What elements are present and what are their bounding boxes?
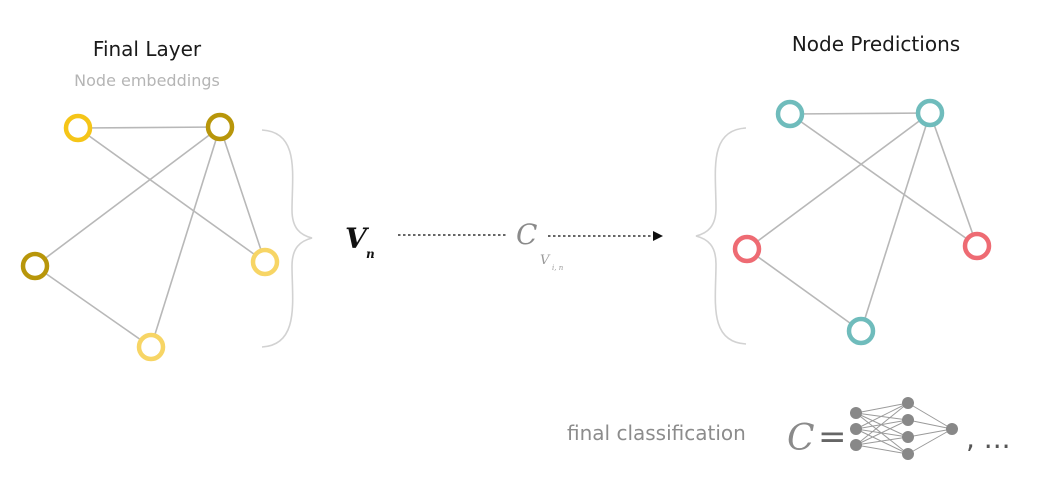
- nn-node-1-2: [902, 431, 914, 443]
- left-graph: Final Layer Node embeddings: [20, 37, 280, 362]
- right-graph-node-a: [775, 99, 805, 129]
- right-graph-edge-b-d: [929, 112, 978, 247]
- nn-node-1-1: [902, 414, 914, 426]
- right-graph: Node Predictions: [732, 32, 992, 346]
- left-graph-edges: [34, 126, 266, 348]
- right-graph-edge-c-e: [746, 248, 862, 332]
- right-graph-edge-a-d: [789, 113, 978, 247]
- left-graph-title: Final Layer: [93, 37, 202, 61]
- classifier-symbol: C: [516, 218, 537, 251]
- classifier-subscript-index: i, n: [552, 264, 564, 272]
- final-classification-caption: final classification: [567, 421, 746, 445]
- left-graph-edge-c-e: [34, 265, 152, 348]
- right-graph-edge-b-c: [746, 112, 931, 250]
- nn-node-1-0: [902, 397, 914, 409]
- nn-node-0-2: [850, 439, 862, 451]
- vector-symbol: V: [345, 222, 370, 255]
- vector-subscript: n: [366, 247, 375, 261]
- left-graph-subtitle: Node embeddings: [74, 71, 220, 90]
- left-graph-edge-b-c: [34, 126, 221, 267]
- nn-edge-0-2-3: [855, 444, 909, 455]
- right-graph-node-b: [915, 98, 945, 128]
- classifier-subscript-base: V: [540, 253, 551, 268]
- right-graph-edges: [746, 112, 978, 332]
- left-graph-node-e: [136, 332, 166, 362]
- right-brace: [695, 127, 747, 345]
- right-graph-edge-b-e: [860, 112, 931, 332]
- right-graph-title: Node Predictions: [792, 32, 960, 56]
- right-graph-node-e: [846, 316, 876, 346]
- nn-edge-1-2-0: [907, 428, 953, 438]
- right-graph-edge-a-b: [789, 112, 931, 115]
- nn-edge-0-0-0: [855, 402, 909, 414]
- nn-edge-1-0-0: [907, 402, 953, 430]
- right-graph-nodes: [732, 98, 992, 346]
- nn-edge-0-2-0: [855, 402, 909, 446]
- neural-network-icon: [850, 397, 958, 460]
- left-graph-edge-b-d: [219, 126, 266, 263]
- nn-edge-0-1-0: [855, 402, 909, 430]
- left-graph-edge-b-e: [150, 126, 221, 348]
- left-brace: [261, 129, 313, 348]
- nn-node-1-3: [902, 448, 914, 460]
- ellipsis: , ...: [966, 422, 1011, 455]
- final-classification: final classification C = , ...: [567, 397, 1011, 460]
- nn-edge-1-1-0: [907, 419, 953, 430]
- left-graph-nodes: [20, 112, 280, 362]
- left-graph-node-a: [63, 113, 93, 143]
- left-graph-node-b: [205, 112, 235, 142]
- nn-node-0-1: [850, 423, 862, 435]
- left-graph-node-d: [250, 247, 280, 277]
- nn-edge-0-2-2: [855, 436, 909, 446]
- nn-node-0-0: [850, 407, 862, 419]
- left-graph-edge-a-d: [77, 127, 266, 263]
- nn-edge-1-3-0: [907, 428, 953, 455]
- left-graph-edge-a-b: [77, 126, 221, 129]
- right-graph-node-d: [962, 231, 992, 261]
- final-classification-symbol: C: [787, 418, 815, 459]
- equals-sign: =: [818, 417, 847, 457]
- right-graph-node-c: [732, 234, 762, 264]
- left-graph-node-c: [20, 251, 50, 281]
- nn-node-2-0: [946, 423, 958, 435]
- nn-edge-0-2-1: [855, 419, 909, 446]
